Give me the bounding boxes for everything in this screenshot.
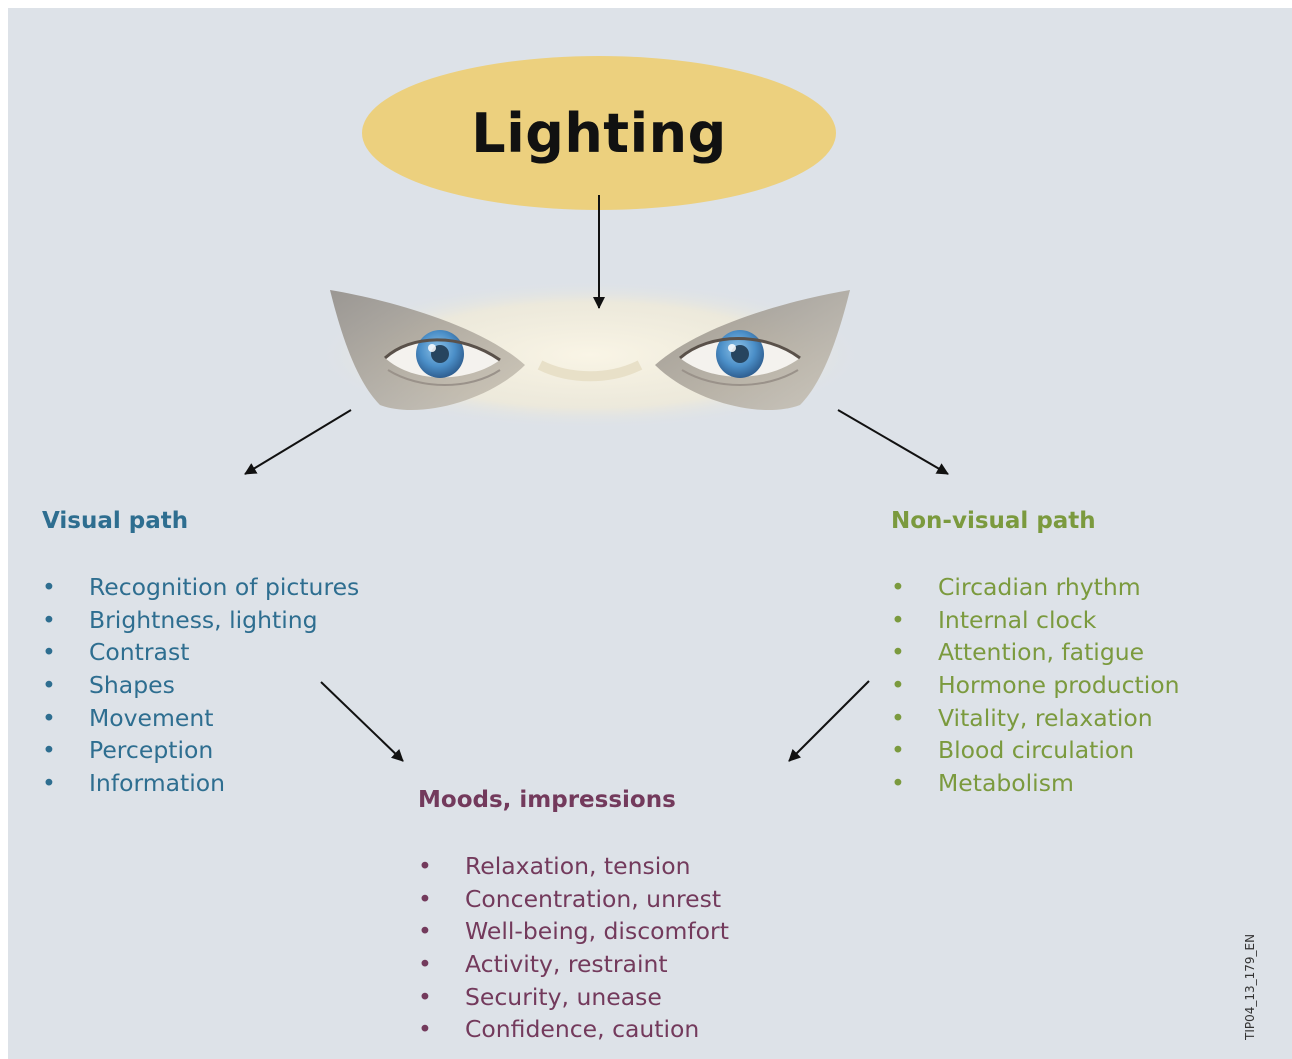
eyes-illustration <box>315 280 865 430</box>
list-item: Blood circulation <box>891 734 1180 767</box>
figure-code: TIP04_13_179_EN <box>1243 933 1257 1040</box>
list-item: Information <box>42 767 359 800</box>
list-item: Security, unease <box>418 981 729 1014</box>
list-item: Contrast <box>42 636 359 669</box>
arrow-eyes-to-non-visual <box>837 409 949 475</box>
lighting-oval <box>362 56 836 210</box>
list-item: Attention, fatigue <box>891 636 1180 669</box>
diagram-title: Lighting <box>471 101 727 165</box>
list-item: Well-being, discomfort <box>418 915 729 948</box>
list-item: Brightness, lighting <box>42 604 359 637</box>
non-visual-path-list: Circadian rhythm Internal clock Attentio… <box>891 571 1180 800</box>
visual-path-list: Recognition of pictures Brightness, ligh… <box>42 571 359 800</box>
list-item: Metabolism <box>891 767 1180 800</box>
arrow-non-visual-to-moods <box>788 680 870 762</box>
list-item: Internal clock <box>891 604 1180 637</box>
list-item: Shapes <box>42 669 359 702</box>
list-item: Activity, restraint <box>418 948 729 981</box>
list-item: Perception <box>42 734 359 767</box>
list-item: Confidence, caution <box>418 1013 729 1046</box>
visual-path-heading: Visual path <box>42 508 189 534</box>
list-item: Recognition of pictures <box>42 571 359 604</box>
moods-heading: Moods, impressions <box>418 787 676 813</box>
list-item: Relaxation, tension <box>418 850 729 883</box>
list-item: Concentration, unrest <box>418 883 729 916</box>
non-visual-path-heading: Non-visual path <box>891 508 1096 534</box>
arrow-eyes-to-visual <box>244 409 352 475</box>
list-item: Circadian rhythm <box>891 571 1180 604</box>
list-item: Vitality, relaxation <box>891 702 1180 735</box>
list-item: Hormone production <box>891 669 1180 702</box>
list-item: Movement <box>42 702 359 735</box>
moods-list: Relaxation, tension Concentration, unres… <box>418 850 729 1046</box>
